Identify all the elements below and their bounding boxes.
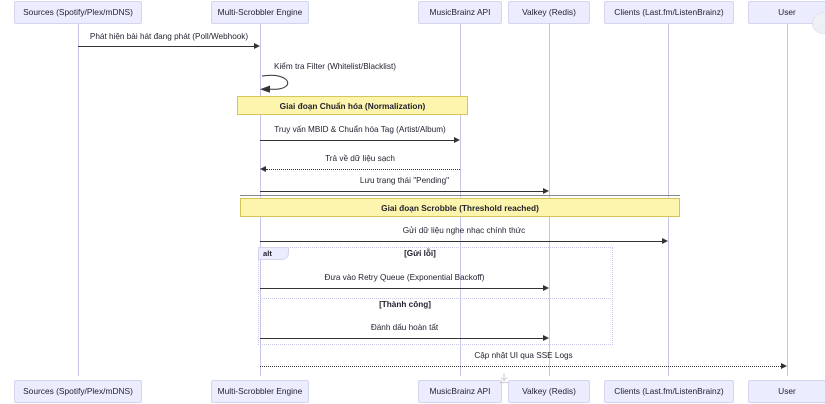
message-arrow-retry-queue (260, 288, 543, 289)
arrow-head-retry-queue (543, 284, 549, 291)
message-arrow-send-listen-data (260, 241, 662, 242)
arrow-head-save-pending (543, 187, 549, 194)
download-icon[interactable] (497, 371, 511, 390)
participant-clients-top[interactable]: Clients (Last.fm/ListenBrainz) (604, 1, 734, 24)
message-label-query-mbid: Truy vấn MBID & Chuẩn hóa Tag (Artist/Al… (274, 125, 446, 134)
lifeline-sources (78, 24, 79, 376)
arrow-head-return-clean-data (260, 165, 266, 172)
participant-valkey-bottom[interactable]: Valkey (Redis) (508, 380, 590, 403)
message-label-retry-queue: Đưa vào Retry Queue (Exponential Backoff… (324, 273, 485, 282)
message-label-detect-track: Phát hiện bài hát đang phát (Poll/Webhoo… (89, 32, 249, 41)
participant-musicbrainz-bottom[interactable]: MusicBrainz API (418, 380, 502, 403)
participant-engine-top[interactable]: Multi-Scrobbler Engine (211, 1, 309, 24)
message-arrow-return-clean-data (266, 169, 460, 170)
fragment-operator-alt: alt (258, 247, 289, 260)
message-arrow-detect-track (78, 46, 254, 47)
message-arrow-mark-complete (260, 338, 543, 339)
note-scrobble-phase: Giai đoạn Scrobble (Threshold reached) (240, 198, 680, 217)
note-normalization-phase: Giai đoạn Chuẩn hóa (Normalization) (237, 96, 468, 115)
lifeline-user (787, 24, 788, 376)
arrow-head-query-mbid (454, 136, 460, 143)
participant-clients-bottom[interactable]: Clients (Last.fm/ListenBrainz) (604, 380, 734, 403)
participant-sources-top[interactable]: Sources (Spotify/Plex/mDNS) (14, 1, 142, 24)
message-label-save-pending: Lưu trạng thái "Pending" (359, 176, 450, 185)
arrow-head-send-listen-data (662, 237, 668, 244)
fragment-alt-divider (258, 298, 613, 299)
fragment-condition-success: [Thành công] (379, 300, 431, 309)
participant-sources-bottom[interactable]: Sources (Spotify/Plex/mDNS) (14, 380, 142, 403)
phase-separator-rule (240, 195, 680, 196)
message-arrow-query-mbid (260, 140, 454, 141)
edge-round-control[interactable] (812, 12, 825, 34)
message-label-check-filter: Kiểm tra Filter (Whitelist/Blacklist) (274, 62, 396, 71)
arrow-head-detect-track (254, 42, 260, 49)
arrow-head-mark-complete (543, 334, 549, 341)
message-selfloop-check-filter (258, 70, 304, 101)
participant-user-top[interactable]: User (748, 1, 825, 24)
fragment-condition-error: [Gửi lỗi] (404, 249, 436, 258)
fragment-alt-send-result (258, 247, 613, 345)
message-arrow-update-ui-sse (260, 366, 781, 367)
participant-musicbrainz-top[interactable]: MusicBrainz API (418, 1, 502, 24)
message-label-update-ui-sse: Cập nhật UI qua SSE Logs (474, 351, 573, 360)
message-label-return-clean-data: Trả về dữ liệu sạch (325, 154, 395, 163)
participant-valkey-top[interactable]: Valkey (Redis) (508, 1, 590, 24)
arrow-head-update-ui-sse (781, 362, 787, 369)
participant-engine-bottom[interactable]: Multi-Scrobbler Engine (211, 380, 309, 403)
message-label-send-listen-data: Gửi dữ liệu nghe nhạc chính thức (402, 226, 526, 235)
message-label-mark-complete: Đánh dấu hoàn tất (370, 323, 439, 332)
message-arrow-save-pending (260, 191, 543, 192)
participant-user-bottom[interactable]: User (748, 380, 825, 403)
